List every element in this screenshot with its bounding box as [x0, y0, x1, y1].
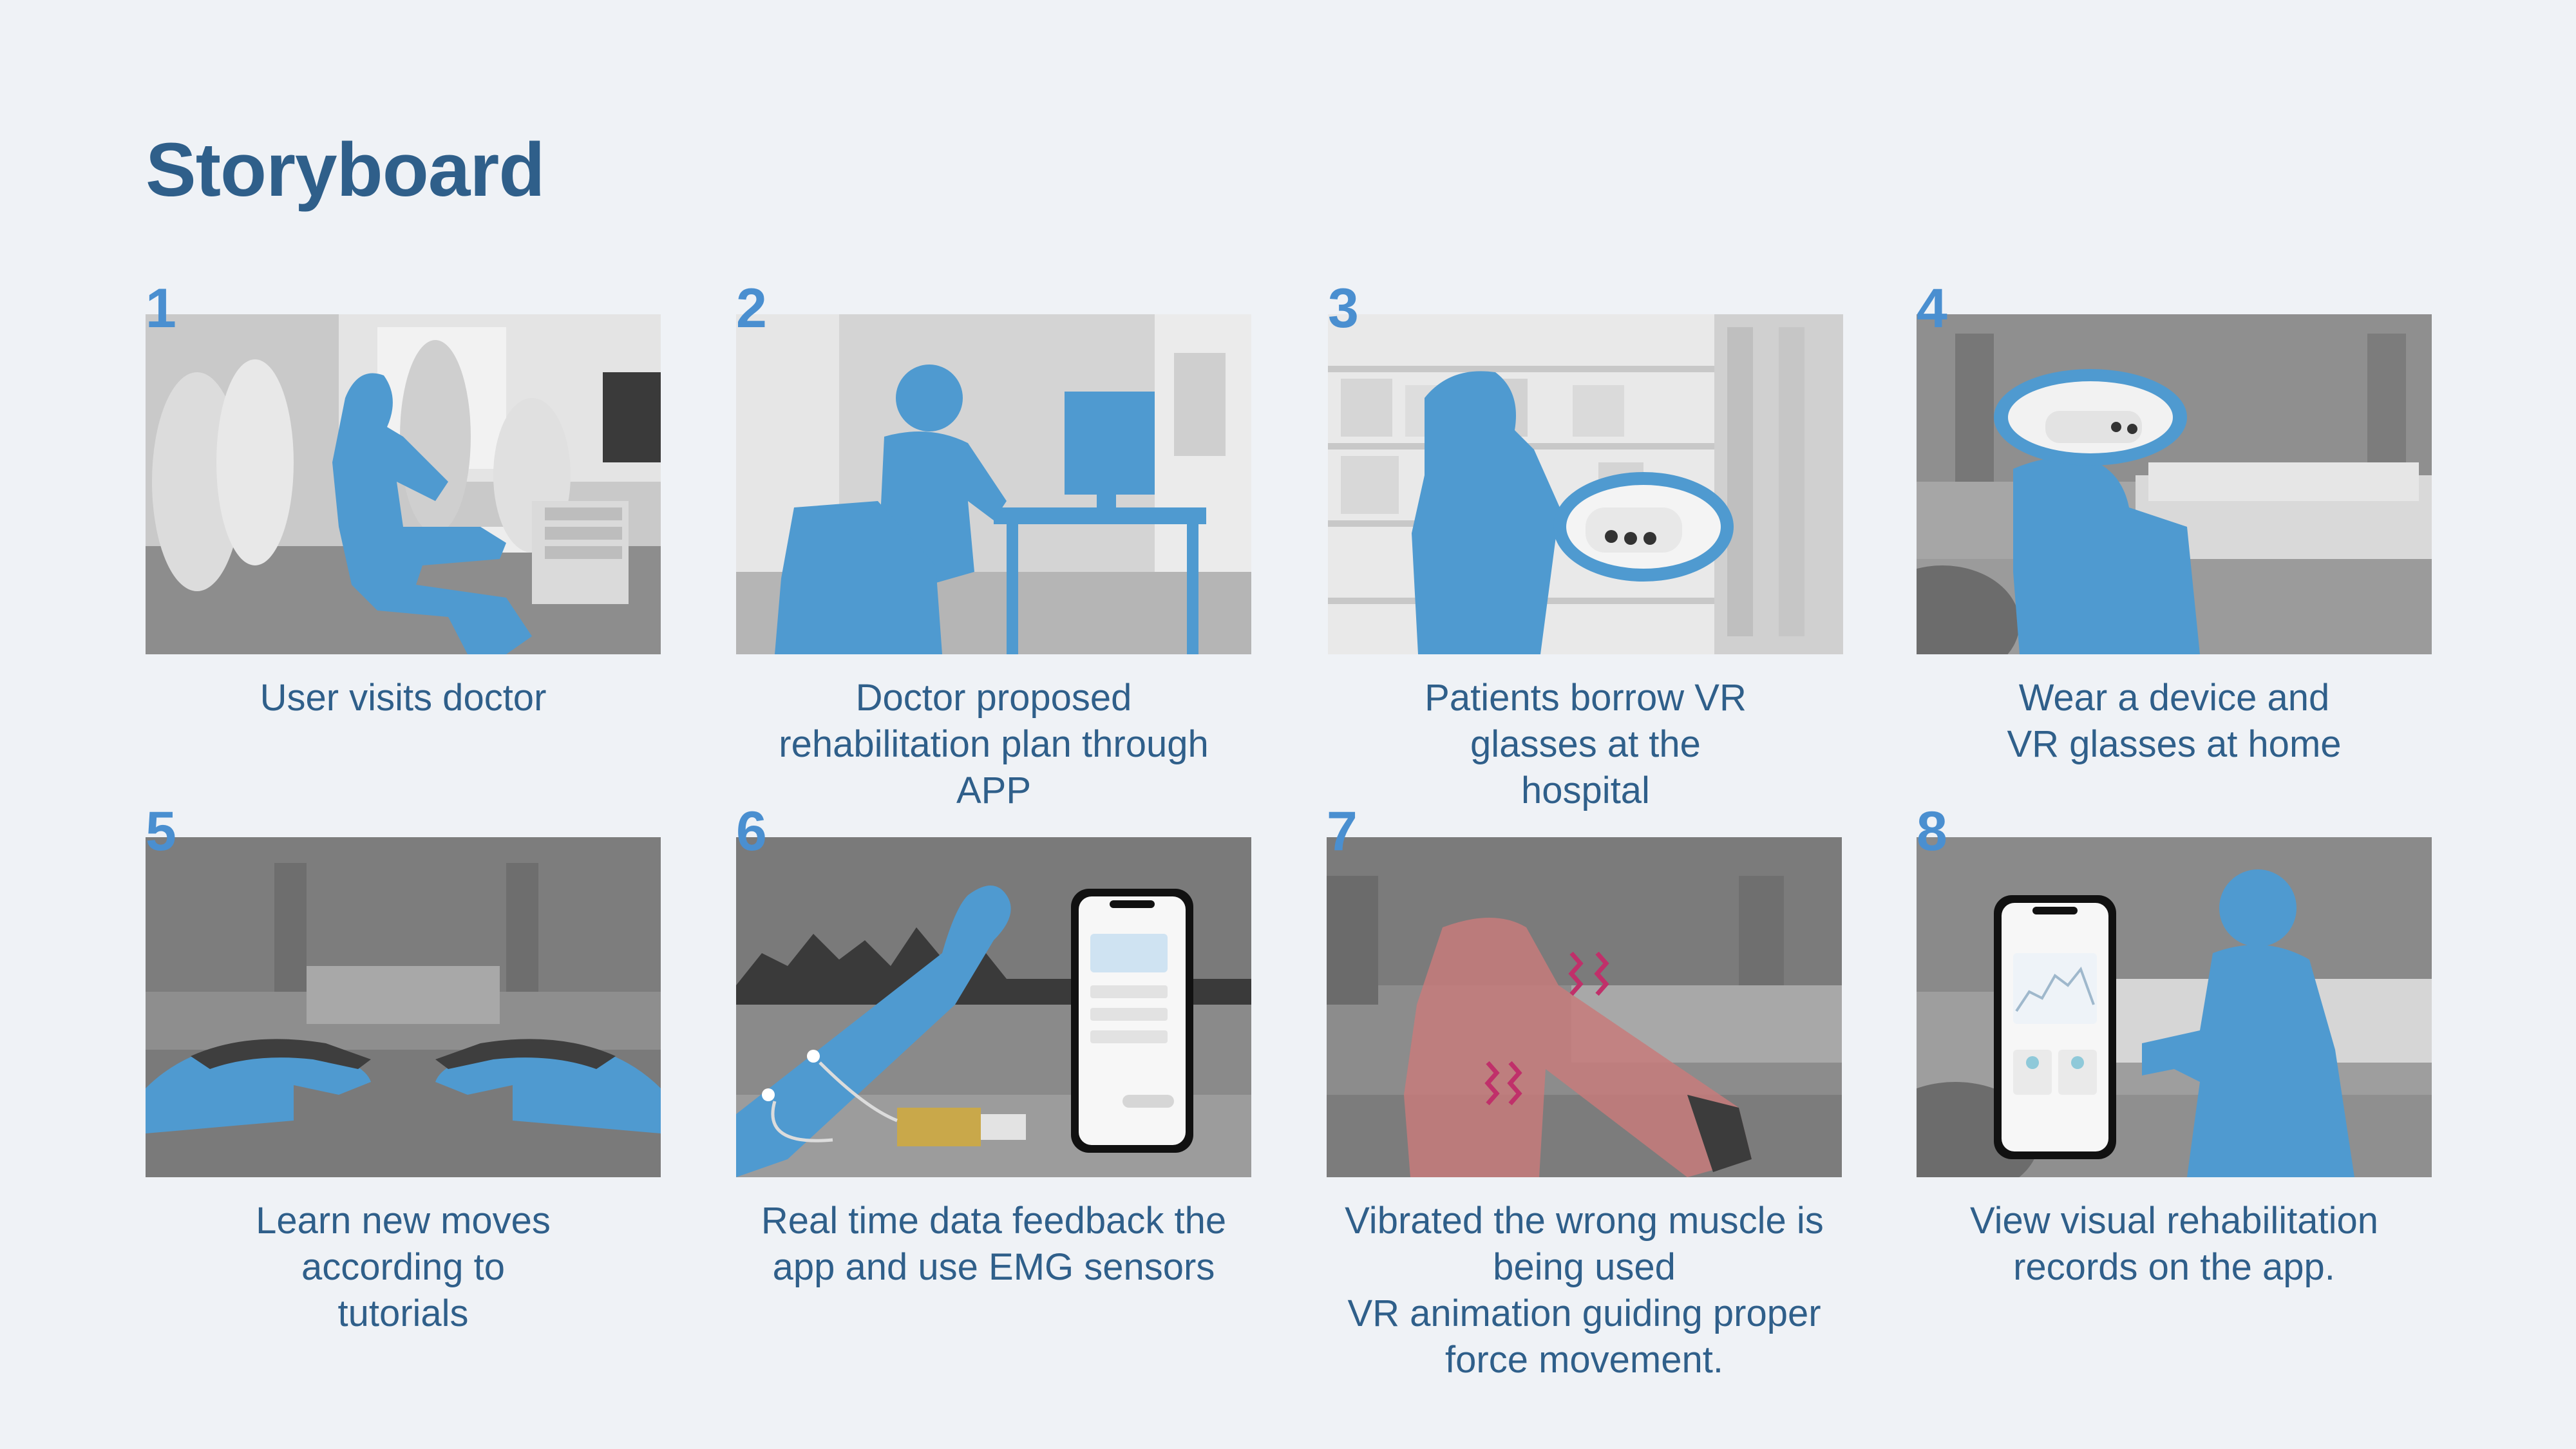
- panel-image-emg-app: [736, 837, 1251, 1177]
- panel-caption: Vibrated the wrong muscle is being used …: [1345, 1200, 1824, 1381]
- panel-caption: Real time data feedback the app and use …: [761, 1200, 1227, 1288]
- panel-number: 7: [1327, 800, 1358, 862]
- panel-image-doctor-visit: [146, 314, 661, 654]
- panel-caption: Doctor proposed rehabilitation plan thro…: [779, 677, 1209, 811]
- panel-image-doctor-desk: [736, 314, 1251, 654]
- panel-image-vr-hands: [146, 837, 661, 1177]
- panel-image-living-room-vr: [1917, 314, 2432, 654]
- panel-number: 4: [1917, 278, 1947, 339]
- panel-number: 6: [736, 800, 767, 862]
- slide-title: Storyboard: [146, 128, 545, 213]
- panel-image-hospital-shelves: [1328, 314, 1843, 654]
- panel-number: 2: [736, 278, 767, 339]
- panel-caption: View visual rehabilitation records on th…: [1969, 1200, 2379, 1288]
- panel-image-muscle-vibration: [1327, 837, 1842, 1177]
- panel-number: 5: [146, 800, 176, 862]
- panel-number: 1: [146, 278, 176, 339]
- panel-number: 8: [1917, 800, 1947, 862]
- panel-image-records-app: [1917, 837, 2432, 1177]
- panel-caption: Learn new moves according to tutorials: [256, 1200, 551, 1334]
- panel-number: 3: [1328, 278, 1359, 339]
- panel-caption: User visits doctor: [260, 677, 547, 719]
- panel-caption: Patients borrow VR glasses at the hospit…: [1425, 677, 1747, 811]
- panel-caption: Wear a device and VR glasses at home: [2007, 677, 2342, 765]
